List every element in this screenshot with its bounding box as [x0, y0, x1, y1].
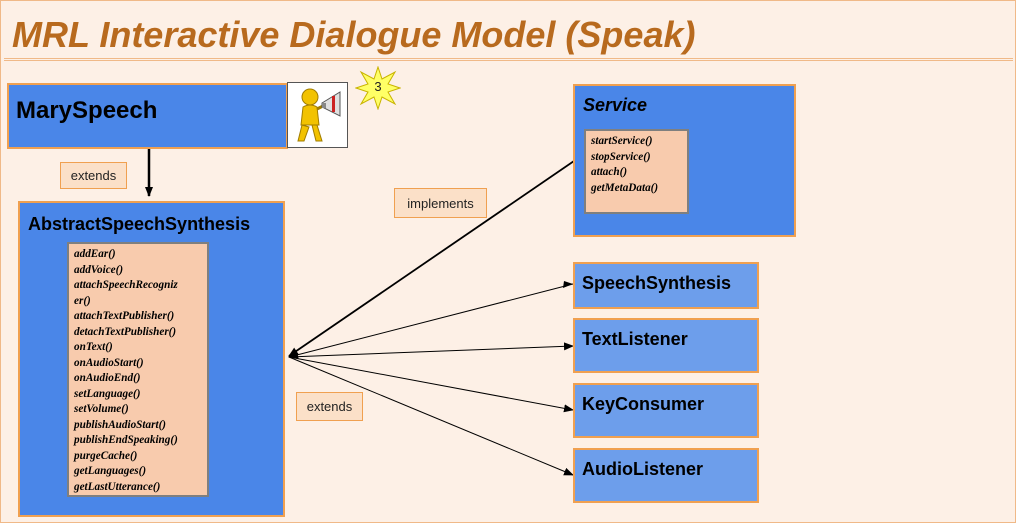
badge-number: 3: [374, 79, 382, 94]
megaphone-speaker-icon: [287, 82, 348, 148]
interface-box-textlistener[interactable]: TextListener: [573, 318, 759, 373]
method-item: attachSpeechRecogniz: [74, 279, 178, 291]
extends-label-top: extends: [60, 162, 127, 189]
method-item: setLanguage(): [74, 387, 141, 400]
method-item: setVolume(): [74, 403, 129, 415]
mary-speech-box[interactable]: MarySpeech: [7, 83, 288, 149]
method-item: publishEndSpeaking(): [74, 434, 178, 446]
method-item: getLastUtterance(): [74, 480, 161, 493]
abstract-speech-synthesis-methods: addEar() addVoice() attachSpeechRecogniz er…: [67, 242, 209, 497]
method-item: addEar(): [74, 248, 116, 260]
interface-box-speechsynthesis[interactable]: SpeechSynthesis: [573, 262, 759, 309]
interface-box-audiolistener[interactable]: AudioListener: [573, 448, 759, 503]
method-item: startService(): [591, 135, 653, 147]
method-item: getLanguages(): [74, 465, 147, 477]
extends-arrow-audiolistener: [288, 356, 574, 476]
method-item: addVoice(): [74, 263, 124, 276]
interface-label: TextListener: [582, 329, 688, 349]
method-item: stopService(): [591, 150, 651, 163]
extends-arrow-textlistener: [288, 342, 574, 358]
method-item: attach(): [591, 166, 628, 178]
method-item: onAudioEnd(): [74, 372, 141, 384]
interface-box-keyconsumer[interactable]: KeyConsumer: [573, 383, 759, 438]
extends-label-bottom: extends: [296, 392, 363, 421]
method-item: getMetaData(): [591, 181, 659, 194]
title-bar: MRL Interactive Dialogue Model (Speak): [4, 4, 1013, 59]
implements-arrow-service: [288, 160, 575, 357]
method-item: publishAudioStart(): [74, 418, 167, 431]
method-item: detachTextPublisher(): [74, 325, 177, 338]
page-title: MRL Interactive Dialogue Model (Speak): [12, 14, 696, 55]
mary-speech-label: MarySpeech: [16, 97, 158, 124]
implements-label: implements: [394, 188, 487, 218]
abstract-speech-synthesis-label: AbstractSpeechSynthesis: [28, 214, 251, 234]
service-label: Service: [583, 95, 648, 115]
interface-label: AudioListener: [582, 459, 704, 479]
method-item: purgeCache(): [74, 449, 138, 462]
star-badge-icon: 3: [354, 65, 402, 111]
title-divider: [4, 60, 1013, 61]
interface-label: SpeechSynthesis: [582, 273, 732, 293]
method-item: attachTextPublisher(): [74, 310, 175, 322]
interface-label: KeyConsumer: [582, 394, 705, 414]
extends-arrow-speechsynthesis: [288, 283, 574, 359]
method-item: er(): [74, 294, 91, 307]
method-item: onAudioStart(): [74, 356, 144, 369]
method-item: onText(): [74, 341, 113, 353]
service-methods: startService() stopService() attach() getMe…: [584, 129, 689, 214]
extends-arrow-keyconsumer: [288, 356, 574, 413]
